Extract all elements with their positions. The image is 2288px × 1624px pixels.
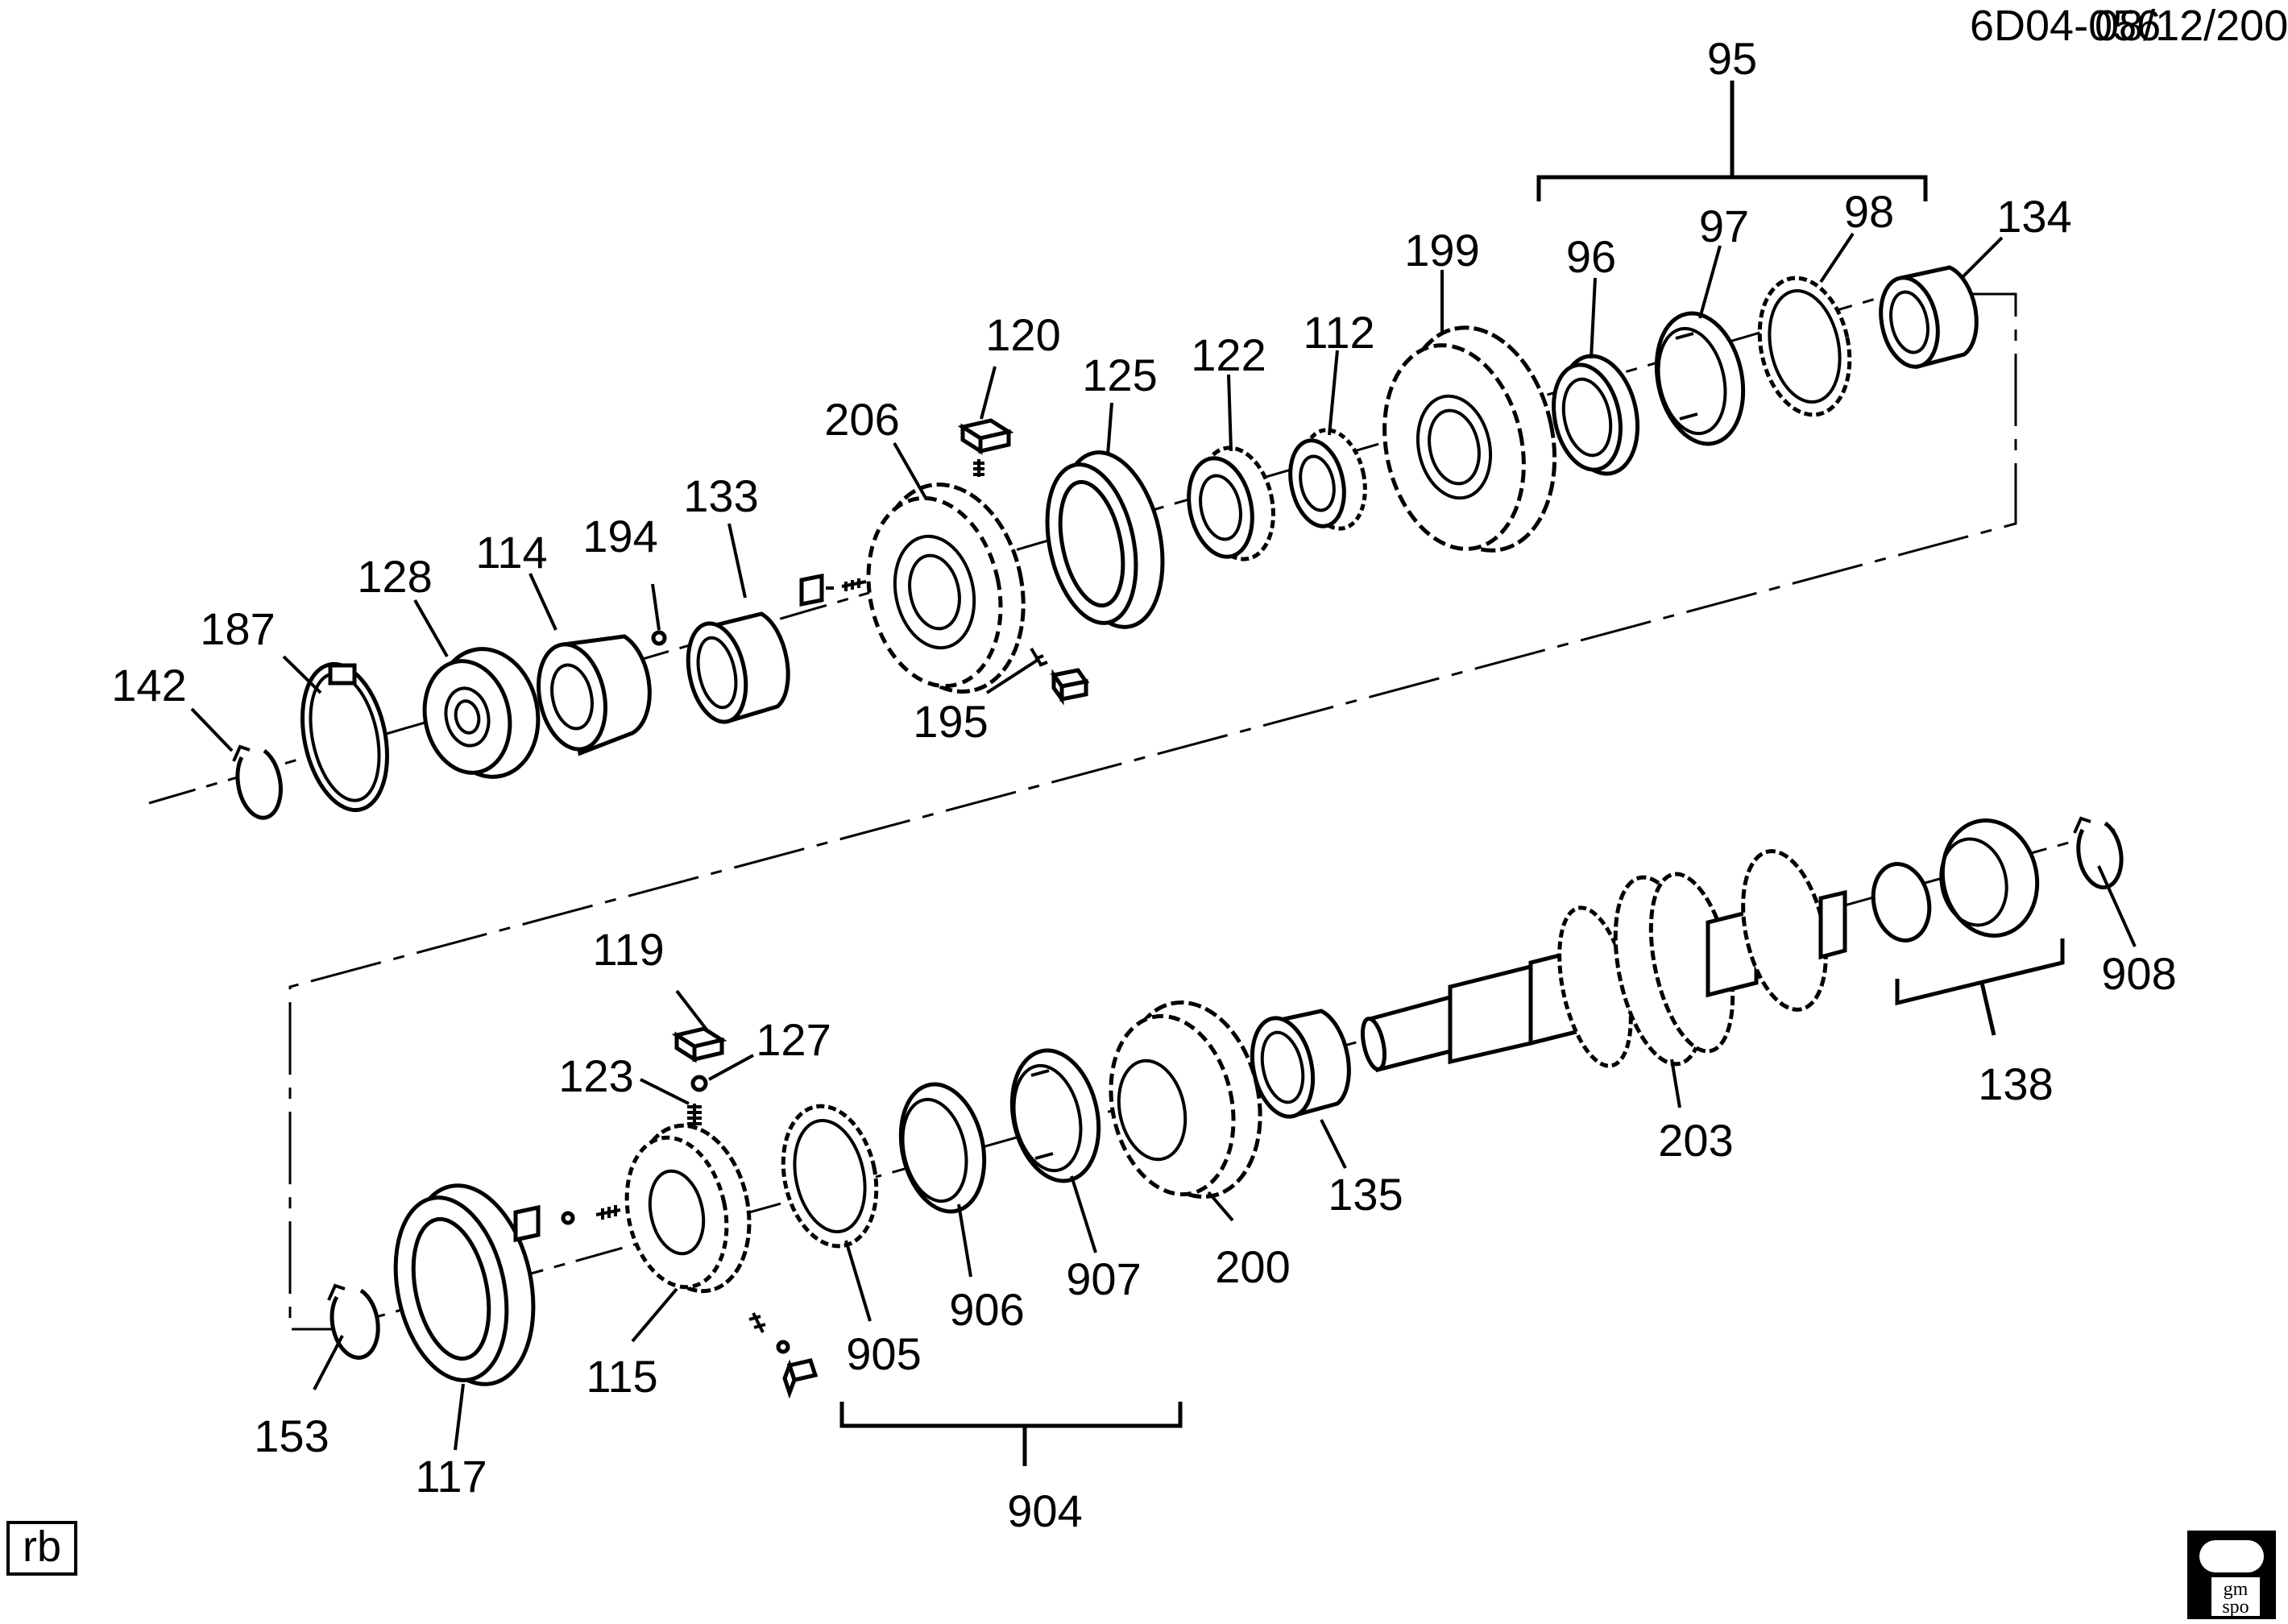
leader-lines xyxy=(190,232,2137,1451)
part-203-main-shaft xyxy=(1361,849,1847,1073)
rb-tag-text: rb xyxy=(23,1522,61,1571)
callout-114: 114 xyxy=(475,527,547,578)
gm-spo-logo: gm spo xyxy=(2187,1531,2276,1619)
bracket-904 xyxy=(839,1402,1183,1466)
callout-908: 908 xyxy=(2101,948,2176,999)
part-128-bearing xyxy=(422,647,541,779)
callout-123: 123 xyxy=(558,1050,633,1101)
part-115-hub xyxy=(624,1123,752,1294)
logo-text-gm: gm xyxy=(2224,1579,2249,1600)
part-206-detent-left xyxy=(799,573,867,607)
part-138-bearing-set xyxy=(1871,818,2040,942)
logo-text-spo: spo xyxy=(2222,1597,2249,1618)
callout-96: 96 xyxy=(1566,231,1616,282)
callout-194: 194 xyxy=(582,511,657,561)
callout-134: 134 xyxy=(1996,191,2071,242)
callout-138: 138 xyxy=(1978,1058,2053,1109)
callout-133: 133 xyxy=(683,470,758,521)
callout-125: 125 xyxy=(1082,350,1157,400)
callout-97: 97 xyxy=(1699,201,1749,251)
part-115-detent-bottom xyxy=(748,1312,819,1399)
callout-195: 195 xyxy=(913,696,988,747)
callout-142: 142 xyxy=(111,660,186,710)
part-117-sleeve xyxy=(393,1183,536,1386)
part-125-sleeve xyxy=(1045,450,1165,629)
callout-98: 98 xyxy=(1844,186,1894,237)
bracket-95 xyxy=(1536,81,1928,201)
rb-tag: rb xyxy=(6,1521,77,1576)
part-135-needle-bearing xyxy=(1250,1009,1351,1119)
drawing-code: 6D04-056 xyxy=(1970,2,2161,50)
part-200-gear xyxy=(1109,1000,1262,1199)
part-123-spring xyxy=(687,1104,702,1125)
part-199-gear xyxy=(1382,325,1557,553)
part-96-synchro-ring xyxy=(1552,354,1640,476)
part-134-needle-bearing xyxy=(1879,265,1979,370)
part-119-key xyxy=(671,1026,727,1063)
callout-122: 122 xyxy=(1191,329,1266,380)
callout-95: 95 xyxy=(1707,33,1757,84)
part-133-needle-bearing xyxy=(686,611,790,724)
part-142-snap-ring xyxy=(232,744,283,820)
callout-135: 135 xyxy=(1328,1169,1403,1220)
callout-907: 907 xyxy=(1066,1253,1141,1304)
callout-203: 203 xyxy=(1658,1115,1733,1166)
part-120-key xyxy=(957,418,1014,477)
part-122-hub xyxy=(1187,445,1275,561)
part-187-ring xyxy=(300,661,390,813)
callout-904: 904 xyxy=(1007,1485,1082,1536)
bracket-138 xyxy=(1895,938,2065,1036)
part-153-snap-ring xyxy=(327,1283,380,1360)
part-907-synchro-ring xyxy=(1009,1048,1101,1183)
callout-128: 128 xyxy=(357,551,432,602)
callout-115: 115 xyxy=(586,1351,657,1402)
part-97-synchro-ring xyxy=(1654,311,1746,446)
callout-206: 206 xyxy=(824,394,899,445)
callout-906: 906 xyxy=(949,1284,1024,1335)
callout-153: 153 xyxy=(254,1411,329,1461)
part-114-sleeve xyxy=(537,634,652,756)
part-115-detent-left xyxy=(513,1204,621,1243)
callout-119: 119 xyxy=(592,924,664,975)
callout-120: 120 xyxy=(985,309,1060,360)
part-98-synchro-ring xyxy=(1757,276,1852,417)
drawing-date: 08/12/2004 xyxy=(2095,2,2288,50)
part-906-synchro-ring xyxy=(898,1082,987,1214)
part-194-ball xyxy=(651,630,667,646)
callout-127: 127 xyxy=(756,1014,831,1065)
callout-199: 199 xyxy=(1404,225,1479,276)
part-195-detent xyxy=(1030,647,1090,706)
callout-187: 187 xyxy=(200,603,275,654)
part-112-cone xyxy=(1288,428,1367,531)
part-127-ball xyxy=(690,1075,708,1092)
callout-117: 117 xyxy=(415,1451,487,1502)
part-905-synchro-ring xyxy=(781,1104,879,1249)
callout-200: 200 xyxy=(1215,1241,1290,1292)
assembly-connector-line xyxy=(288,292,2017,1331)
callout-112: 112 xyxy=(1303,307,1374,358)
part-206-gear xyxy=(866,483,1026,694)
callout-905: 905 xyxy=(846,1328,921,1379)
callout-labels: 95 96 97 98 134 199 120 125 122 112 206 … xyxy=(111,33,2176,1536)
